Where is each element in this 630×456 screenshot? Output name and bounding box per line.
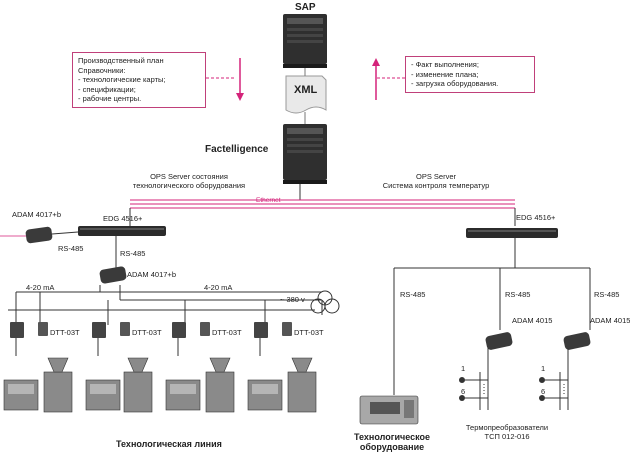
rs485-label: RS-485 — [120, 249, 146, 258]
plan-line: - технологические карты; — [78, 75, 166, 85]
sap-server-icon — [283, 14, 327, 68]
dtt-label: DTT-03T — [294, 328, 324, 337]
ops-server-right-label: OPS Server Система контроля температур — [376, 172, 496, 190]
dtt-label: DTT-03T — [50, 328, 80, 337]
plan-line: Справочники: — [78, 65, 126, 75]
plan-line: - спецификации; — [78, 84, 136, 94]
dtt-module-icon — [10, 322, 292, 338]
xml-document-icon — [285, 75, 327, 114]
edg-switch-right-icon — [466, 228, 558, 238]
thermo-caption: Термопреобразователи ТСП 012-016 — [452, 423, 562, 441]
dtt-label: DTT-03T — [132, 328, 162, 337]
execution-facts-box: - Факт выполнения; - изменение плана; - … — [405, 56, 535, 93]
cnc-machine-icon — [359, 395, 419, 425]
xml-label: XML — [294, 84, 318, 96]
edg-right-label: EDG 4516+ — [516, 213, 556, 222]
plan-line: Производственный план — [78, 56, 164, 65]
equipment-caption-line: Технологическое — [353, 432, 431, 442]
ops-left-line: технологического оборудования — [132, 181, 246, 190]
equipment-caption: Технологическое оборудование — [350, 432, 434, 452]
fact-line: - Факт выполнения; — [411, 60, 479, 69]
adam-module-top-icon — [25, 226, 53, 244]
current-loop-label: 4-20 mA — [204, 283, 233, 292]
production-line-machines-icon — [3, 357, 317, 413]
fact-line: - изменение плана; — [411, 69, 479, 79]
production-plan-box: Производственный план Справочники: - тех… — [72, 52, 206, 108]
rs485-label: RS-485 — [505, 290, 531, 299]
production-line-caption: Технологическая линия — [116, 439, 222, 449]
ops-left-line: OPS Server состояния — [150, 172, 228, 181]
fact-line: - загрузка оборудования. — [411, 79, 499, 89]
plan-line: - рабочие центры. — [78, 94, 142, 104]
thermo-caption-line: Термопреобразователи — [465, 423, 549, 432]
dtt-label: DTT-03T — [212, 328, 242, 337]
ops-right-line: OPS Server — [415, 172, 456, 181]
sensor-index: 1 — [461, 364, 466, 373]
adam-4017-mid-label: ADAM 4017+b — [127, 270, 176, 279]
equipment-caption-line: оборудование — [359, 442, 425, 452]
rs485-label: RS-485 — [58, 244, 84, 253]
transformer-icon — [310, 290, 340, 314]
sensor-index: 6 — [541, 387, 546, 396]
edg-left-label: EDG 4516+ — [103, 214, 143, 223]
current-loop-label: 4-20 mA — [26, 283, 55, 292]
adam-4017-top-label: ADAM 4017+b — [12, 210, 61, 219]
arrow-up-icon — [372, 58, 380, 100]
adam-4015-label: ADAM 4015 — [512, 316, 553, 325]
rs485-label: RS-485 — [400, 290, 426, 299]
ops-server-left-label: OPS Server состояния технологического об… — [124, 172, 254, 190]
adam-4015-label: ADAM 4015 — [590, 316, 630, 325]
arrow-down-icon — [236, 58, 244, 101]
edg-switch-left-icon — [78, 226, 166, 236]
ops-right-line: Система контроля температур — [382, 181, 490, 190]
ethernet-bus — [130, 199, 515, 209]
ethernet-label: Ethernet — [256, 197, 281, 204]
thermo-sensor-icon — [459, 377, 545, 401]
voltage-label: ~ 380 v — [280, 295, 305, 304]
thermo-caption-line: ТСП 012-016 — [484, 432, 530, 441]
sap-label: SAP — [295, 2, 316, 13]
adam-4015-icon — [485, 332, 591, 350]
adam-module-mid-icon — [99, 266, 127, 284]
factelligence-server-icon — [283, 124, 327, 184]
factelligence-label: Factelligence — [205, 144, 269, 155]
rs485-label: RS-485 — [594, 290, 620, 299]
sensor-index: 1 — [541, 364, 546, 373]
sensor-index: 6 — [461, 387, 466, 396]
